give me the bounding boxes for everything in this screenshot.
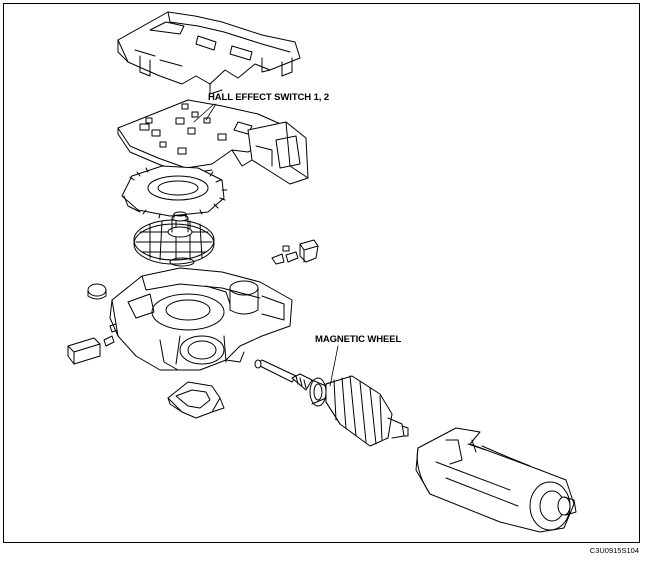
brush-holder-left (68, 284, 118, 364)
motor-yoke (416, 428, 576, 532)
diagram-frame (3, 3, 640, 543)
contact-plate (122, 166, 227, 218)
circuit-board (118, 100, 308, 184)
brush-clip (168, 382, 224, 418)
leader-lines (194, 104, 338, 386)
hall-effect-switch-label: HALL EFFECT SWITCH 1, 2 (208, 92, 330, 103)
gear-housing (110, 268, 292, 370)
figure-code: C3U0915S104 (589, 546, 639, 555)
top-cover (118, 12, 300, 94)
armature-core (326, 376, 408, 446)
armature-shaft (255, 360, 326, 406)
brush-holder-right (272, 240, 318, 264)
worm-gear-wheel (134, 212, 214, 266)
magnetic-wheel-label: MAGNETIC WHEEL (315, 334, 402, 345)
